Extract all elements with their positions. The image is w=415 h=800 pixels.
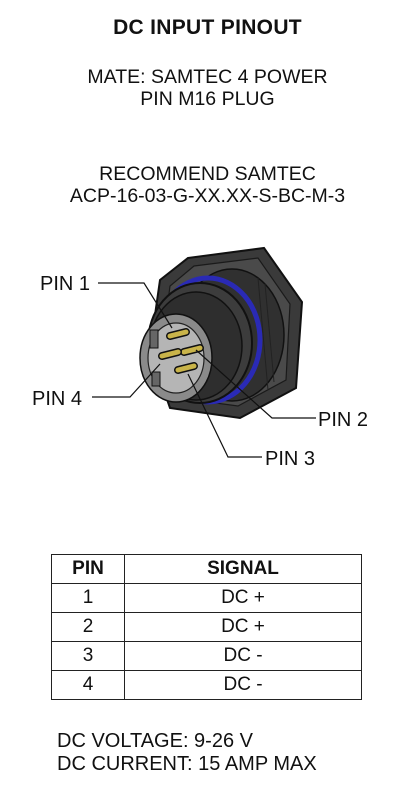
contact-pin-3 [174, 362, 198, 374]
table-header-row: PIN SIGNAL [51, 554, 362, 584]
pin-4-label: PIN 4 [32, 388, 82, 410]
pinout-table: PIN SIGNAL 1 DC + 2 DC + 3 DC - 4 DC - [51, 554, 362, 700]
pin-cell: 4 [51, 670, 125, 700]
table-row: 3 DC - [51, 641, 362, 671]
pin-3-label: PIN 3 [265, 448, 315, 470]
leader-pin-3 [187, 373, 262, 458]
signal-cell: DC + [124, 583, 362, 613]
mate-line-1: MATE: SAMTEC 4 POWER [87, 66, 328, 88]
leader-lines [92, 282, 316, 458]
mate-note: MATE: SAMTEC 4 POWER PIN M16 PLUG [0, 66, 415, 110]
connector-diagram: PIN 1 PIN 4 PIN 2 PIN 3 [32, 246, 368, 470]
recommend-line-1: RECOMMEND SAMTEC [99, 163, 316, 185]
pin-1-label: PIN 1 [40, 273, 90, 295]
pin-cell: 2 [51, 612, 125, 642]
contact-pin-2 [180, 344, 204, 356]
table-row: 4 DC - [51, 670, 362, 700]
recommend-note: RECOMMEND SAMTEC ACP-16-03-G-XX.XX-S-BC-… [0, 163, 415, 207]
signal-cell: DC - [124, 641, 362, 671]
dc-current: DC CURRENT: 15 AMP MAX [57, 753, 317, 775]
pin-cell: 3 [51, 641, 125, 671]
contact-pin-4 [158, 348, 182, 360]
dc-voltage: DC VOLTAGE: 9-26 V [57, 730, 253, 752]
table-row: 2 DC + [51, 612, 362, 642]
recommend-line-2: ACP-16-03-G-XX.XX-S-BC-M-3 [69, 185, 346, 207]
leader-pin-4 [92, 363, 161, 398]
signal-cell: DC + [124, 612, 362, 642]
leader-pin-1 [98, 282, 173, 329]
pin-cell: 1 [51, 583, 125, 613]
page-title: DC INPUT PINOUT [113, 16, 302, 39]
electrical-specs: DC VOLTAGE: 9-26 V DC CURRENT: 15 AMP MA… [57, 730, 317, 776]
column-header-pin: PIN [51, 554, 125, 584]
table-row: 1 DC + [51, 583, 362, 613]
pin-2-label: PIN 2 [318, 409, 368, 431]
leader-pin-2 [195, 349, 316, 419]
contact-pin-1 [166, 328, 190, 340]
mate-line-2: PIN M16 PLUG [140, 88, 275, 110]
column-header-signal: SIGNAL [124, 554, 362, 584]
signal-cell: DC - [124, 670, 362, 700]
